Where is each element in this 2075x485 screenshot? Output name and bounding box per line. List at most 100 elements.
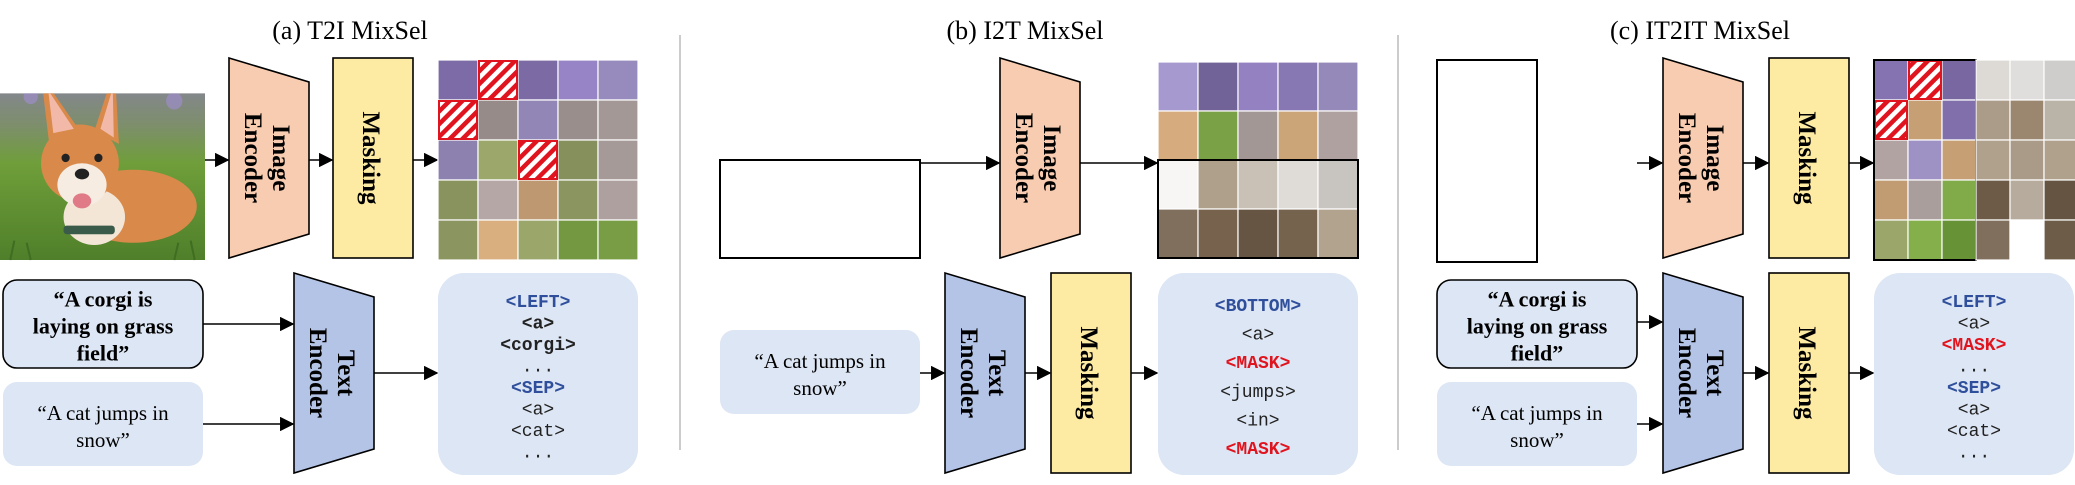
patch bbox=[1277, 159, 1319, 210]
patch bbox=[1975, 59, 2011, 101]
patch bbox=[1237, 208, 1279, 259]
patch bbox=[1317, 110, 1359, 161]
patch bbox=[1873, 219, 1909, 261]
patch bbox=[1873, 139, 1909, 181]
token: <a> bbox=[1958, 314, 1990, 334]
patch bbox=[1317, 61, 1359, 112]
patch bbox=[1157, 110, 1199, 161]
text-encoder: TextEncoder bbox=[944, 271, 1026, 475]
token-sequence: <BOTTOM><a><MASK><jumps><in><MASK> bbox=[1158, 273, 1358, 475]
token: <a> bbox=[522, 400, 554, 420]
image-encoder-label: ImageEncoder bbox=[1010, 113, 1065, 203]
token: <cat> bbox=[511, 422, 565, 442]
token: <cat> bbox=[1947, 422, 2001, 442]
patch bbox=[597, 99, 639, 141]
patch bbox=[477, 219, 519, 261]
patch bbox=[517, 59, 559, 101]
cat-photo bbox=[1537, 60, 1637, 262]
patch-grid-bottom bbox=[1157, 159, 1359, 259]
patch bbox=[597, 59, 639, 101]
panel-title: (b) I2T MixSel bbox=[947, 16, 1104, 45]
token: <MASK> bbox=[1226, 440, 1291, 460]
patch bbox=[477, 99, 519, 141]
patch bbox=[2043, 99, 2075, 141]
patch bbox=[2043, 139, 2075, 181]
patch bbox=[1157, 61, 1199, 112]
patch bbox=[597, 179, 639, 221]
image-encoder-label: ImageEncoder bbox=[1673, 113, 1728, 203]
patch bbox=[2009, 99, 2045, 141]
patch bbox=[437, 139, 479, 181]
patch bbox=[1907, 99, 1943, 141]
text-encoder: TextEncoder bbox=[293, 271, 375, 475]
patch bbox=[1277, 208, 1319, 259]
corgi-photo bbox=[720, 62, 920, 160]
token: <in> bbox=[1236, 411, 1279, 431]
patch bbox=[2009, 59, 2045, 101]
token: <LEFT> bbox=[1942, 293, 2007, 313]
patch bbox=[1197, 61, 1239, 112]
masking-box: Masking bbox=[1050, 272, 1132, 474]
text-encoder-label: TextEncoder bbox=[1673, 328, 1728, 418]
token: <SEP> bbox=[1947, 379, 2001, 399]
mask-patch bbox=[1908, 60, 1942, 100]
cat-photo bbox=[719, 159, 921, 259]
masking-box-image: Masking bbox=[1768, 57, 1850, 259]
image-encoder: ImageEncoder bbox=[228, 56, 310, 260]
token: <MASK> bbox=[1226, 354, 1291, 374]
masking-box-label: Masking bbox=[357, 111, 384, 205]
patch bbox=[597, 139, 639, 181]
patch bbox=[1197, 208, 1239, 259]
token: ... bbox=[1958, 443, 1990, 463]
masking-box-label: Masking bbox=[1075, 326, 1102, 420]
masking-box: Masking bbox=[332, 57, 414, 259]
patch-grid-right bbox=[1975, 59, 2075, 261]
patch bbox=[477, 139, 519, 181]
panel-title: (c) IT2IT MixSel bbox=[1610, 16, 1790, 45]
patch bbox=[517, 219, 559, 261]
patch bbox=[517, 99, 559, 141]
patch bbox=[2009, 179, 2045, 221]
patch bbox=[557, 139, 599, 181]
patch bbox=[517, 179, 559, 221]
masked-patch-grid-left bbox=[1873, 59, 1977, 261]
token-sequence: <LEFT><a><corgi>...<SEP><a><cat>... bbox=[438, 273, 638, 475]
patch bbox=[437, 219, 479, 261]
patch bbox=[2043, 59, 2075, 101]
patch bbox=[1941, 139, 1977, 181]
patch bbox=[1907, 139, 1943, 181]
patch bbox=[1975, 219, 2011, 261]
token: <a> bbox=[522, 314, 554, 334]
patch bbox=[1907, 179, 1943, 221]
patch bbox=[2009, 139, 2045, 181]
patch bbox=[557, 99, 599, 141]
patch bbox=[1941, 179, 1977, 221]
patch bbox=[1907, 219, 1943, 261]
token: <SEP> bbox=[511, 379, 565, 399]
patch bbox=[1317, 208, 1359, 259]
token: <a> bbox=[1958, 400, 1990, 420]
patch bbox=[1317, 159, 1359, 210]
panel-title: (a) T2I MixSel bbox=[272, 16, 428, 45]
patch bbox=[557, 59, 599, 101]
token: ... bbox=[1958, 357, 1990, 377]
patch bbox=[437, 59, 479, 101]
token: <a> bbox=[1242, 325, 1274, 345]
token: <jumps> bbox=[1220, 383, 1296, 403]
patch bbox=[1975, 179, 2011, 221]
text-encoder-label: TextEncoder bbox=[955, 328, 1010, 418]
patch bbox=[1237, 61, 1279, 112]
patch bbox=[1975, 139, 2011, 181]
